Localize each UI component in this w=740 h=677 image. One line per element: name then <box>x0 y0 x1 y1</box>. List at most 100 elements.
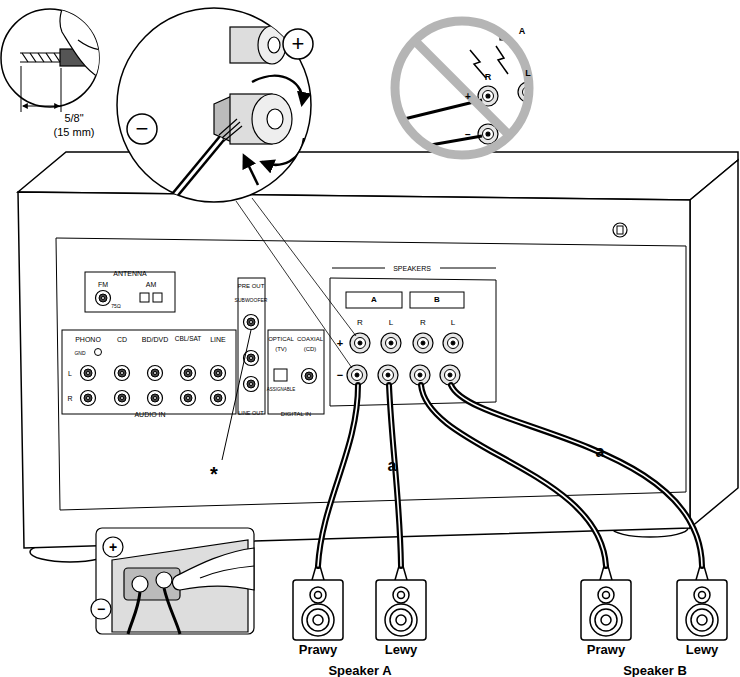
speaker-rear-inset <box>91 528 254 634</box>
short-circuit-warning-inset <box>400 100 482 120</box>
terminal-detail-inset <box>258 26 286 64</box>
terminal-detail-inset <box>219 119 242 141</box>
speaker-outline <box>393 587 409 603</box>
speaker-label: Lewy <box>672 642 732 657</box>
channel-label: L <box>389 319 393 327</box>
audio-input-block <box>211 366 226 381</box>
panel-label: PRE OUT <box>238 283 265 289</box>
speaker-rear-inset <box>156 572 172 588</box>
speaker-rear-inset <box>103 537 123 557</box>
terminal-detail-inset <box>283 29 313 59</box>
antenna-block <box>96 291 111 306</box>
panel-label: PHONO <box>75 336 101 343</box>
speaker-label: Lewy <box>371 642 431 657</box>
speaker-outline <box>595 609 617 631</box>
terminal-detail-inset <box>267 109 283 129</box>
speaker-terminal-panel <box>378 365 398 385</box>
speaker-terminal-panel <box>413 333 433 353</box>
speaker-outline <box>310 587 326 603</box>
terminal-detail-inset <box>268 37 280 53</box>
speaker-cable <box>421 385 606 566</box>
speaker-outline <box>315 592 322 599</box>
terminal-detail-inset <box>150 26 304 225</box>
speaker-outline <box>385 604 417 636</box>
panel-label: SUBWOOFER <box>235 298 268 303</box>
amplifier-body <box>613 223 627 237</box>
speaker-outline <box>677 580 727 640</box>
amplifier-body <box>18 152 738 562</box>
short-circuit-warning-inset <box>470 50 486 78</box>
audio-input-block <box>115 366 130 381</box>
wire-strip-inset <box>20 53 60 62</box>
speaker-terminal-panel <box>443 333 463 353</box>
speaker-rear-inset <box>173 548 254 590</box>
speaker-label: Prawy <box>288 642 348 657</box>
speaker-outline <box>398 592 405 599</box>
terminal-detail-inset <box>150 138 222 225</box>
channel-label: A <box>371 296 377 304</box>
speaker-terminal-panel <box>332 268 385 269</box>
pre-out-block <box>244 315 259 330</box>
antenna-block <box>140 293 149 302</box>
speaker-outline <box>691 609 713 631</box>
panel-label: ASSIGNABLE <box>267 388 296 393</box>
speaker-rear-inset <box>132 576 148 592</box>
speaker-rear-inset <box>124 568 180 600</box>
short-circuit-warning-inset <box>392 18 532 158</box>
speaker-terminal-panel <box>350 333 370 353</box>
polarity-mark: + <box>292 33 305 55</box>
speaker-outline <box>396 615 406 625</box>
speaker-outline <box>697 615 707 625</box>
speaker-cable <box>318 385 702 566</box>
dimension: (15 mm) <box>54 127 95 138</box>
antenna-block <box>153 293 162 302</box>
panel-label: LINE OUT <box>238 411 263 417</box>
terminal-detail-inset <box>117 8 313 225</box>
speaker-terminal-panel <box>410 292 464 308</box>
panel-label: FM <box>98 281 108 288</box>
short-circuit-warning-inset <box>395 21 529 155</box>
channel-label: L <box>525 69 531 78</box>
speaker-outline <box>390 609 412 631</box>
speaker-cable <box>389 385 401 566</box>
speaker-cable <box>451 385 702 566</box>
wire-strip-inset <box>61 68 62 112</box>
audio-input-block <box>81 366 96 381</box>
terminal-detail-inset <box>127 114 157 144</box>
amplifier-body <box>617 226 623 234</box>
wire-strip-inset <box>20 0 120 78</box>
panel-label: DIGITAL IN <box>281 411 311 417</box>
speaker-outline <box>603 592 610 599</box>
terminal-detail-inset <box>262 138 304 165</box>
panel-label: (CD) <box>304 346 317 352</box>
polarity-mark: + <box>465 92 471 102</box>
amplifier-body <box>690 160 738 528</box>
speaker-cable <box>312 566 324 580</box>
panel-label: LINE <box>210 336 226 343</box>
audio-input-block <box>148 366 163 381</box>
speaker-terminal-panel <box>330 278 496 406</box>
panel-label: CD <box>117 336 127 343</box>
panel-label: BD/DVD <box>142 336 168 343</box>
digital-in-block <box>268 330 324 414</box>
speaker-cable <box>395 566 407 580</box>
audio-input-block <box>115 391 130 406</box>
dimension: 5/8" <box>64 113 83 124</box>
pre-out-block <box>244 377 259 392</box>
polarity-mark: + <box>109 540 117 554</box>
leader-line <box>236 198 356 368</box>
terminal-detail-inset <box>214 96 232 142</box>
polarity-mark: − <box>465 130 471 140</box>
short-circuit-warning-inset <box>496 46 508 74</box>
speaker-terminal-panel <box>346 292 402 308</box>
speaker-cable <box>318 385 358 566</box>
channel-label: R <box>485 73 492 82</box>
audio-input-block <box>62 330 236 414</box>
panel-label: ANTENNA <box>113 270 146 277</box>
wire-strip-inset <box>22 53 60 62</box>
digital-in-block <box>302 369 317 384</box>
speaker-outline <box>686 604 718 636</box>
panel-label: COAXIAL <box>297 336 323 342</box>
speaker-outline <box>590 604 622 636</box>
